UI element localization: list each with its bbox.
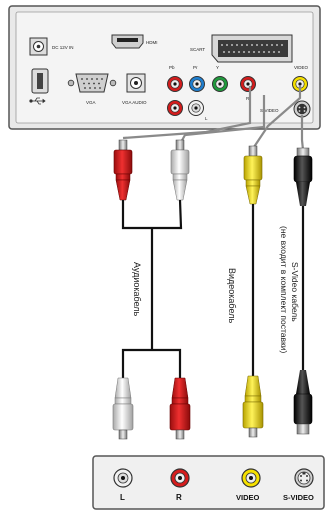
- tv-l-label: L: [120, 493, 125, 502]
- dc-in-port[interactable]: [29, 37, 48, 56]
- hdmi-port[interactable]: [111, 34, 144, 49]
- video-cable-label: Видеокабель: [227, 268, 237, 323]
- svideo-plug-top: [293, 147, 313, 206]
- connection-leads: [122, 86, 305, 151]
- svideo-cable: [293, 147, 313, 435]
- r-label-top: R: [246, 96, 250, 101]
- rca-jack-blue[interactable]: [189, 76, 205, 92]
- vga-label: VGA: [86, 100, 96, 105]
- tv-video-label: VIDEO: [236, 493, 260, 502]
- rca-plug-white-bottom: [112, 377, 134, 440]
- vga-port[interactable]: [67, 73, 117, 93]
- rca-jack-video-top[interactable]: [292, 76, 308, 92]
- video-label-top: VIDEO: [294, 65, 309, 70]
- rca-plug-yellow-top: [243, 145, 263, 205]
- vga-audio-label: VGA AUDIO: [122, 100, 147, 105]
- svideo-port-top[interactable]: [293, 100, 311, 118]
- rca-plug-red-bottom: [169, 377, 191, 440]
- svideo-label-top: S-VIDEO: [260, 108, 279, 113]
- tv-jack-r[interactable]: [170, 468, 190, 488]
- tv-svideo-label: S-VIDEO: [283, 493, 314, 502]
- usb-icon: [29, 97, 46, 105]
- rca-jack-green[interactable]: [212, 76, 228, 92]
- pr-label: Pr: [193, 65, 198, 70]
- l-label-top: L: [205, 116, 208, 121]
- y-label: Y: [216, 65, 219, 70]
- tv-input-panel: [92, 455, 325, 510]
- rca-plug-white-top: [170, 139, 190, 201]
- tv-r-label: R: [176, 493, 182, 502]
- rca-jack-white-bottom[interactable]: [188, 100, 204, 116]
- hdmi-label: HDMI: [146, 40, 158, 45]
- dc-in-label: DC 12V IN: [52, 45, 74, 50]
- video-cable: [242, 145, 264, 438]
- pb-label: Pb: [169, 65, 175, 70]
- svideo-cable-label-line2: (не входит в комплект поставки): [279, 226, 289, 353]
- tv-jack-svideo[interactable]: [294, 468, 314, 488]
- rca-plug-red-top: [113, 139, 133, 201]
- rca-jack-red-bottom[interactable]: [167, 100, 183, 116]
- rca-jack-audio-r-top[interactable]: [240, 76, 256, 92]
- vga-audio-port[interactable]: [126, 73, 146, 93]
- rca-plug-yellow-bottom: [242, 375, 264, 438]
- usb-port[interactable]: [31, 68, 49, 94]
- scart-label: SCART: [190, 47, 205, 52]
- tv-jack-l[interactable]: [113, 468, 133, 488]
- audio-cable: [112, 139, 191, 440]
- tv-jack-video[interactable]: [241, 468, 261, 488]
- svideo-cable-label-line1: S-Video кабель: [290, 262, 300, 322]
- rca-jack-red-top[interactable]: [167, 76, 183, 92]
- audio-cable-label: Аудиокабель: [132, 262, 142, 317]
- svideo-plug-bottom: [293, 370, 313, 435]
- scart-port[interactable]: [211, 34, 293, 63]
